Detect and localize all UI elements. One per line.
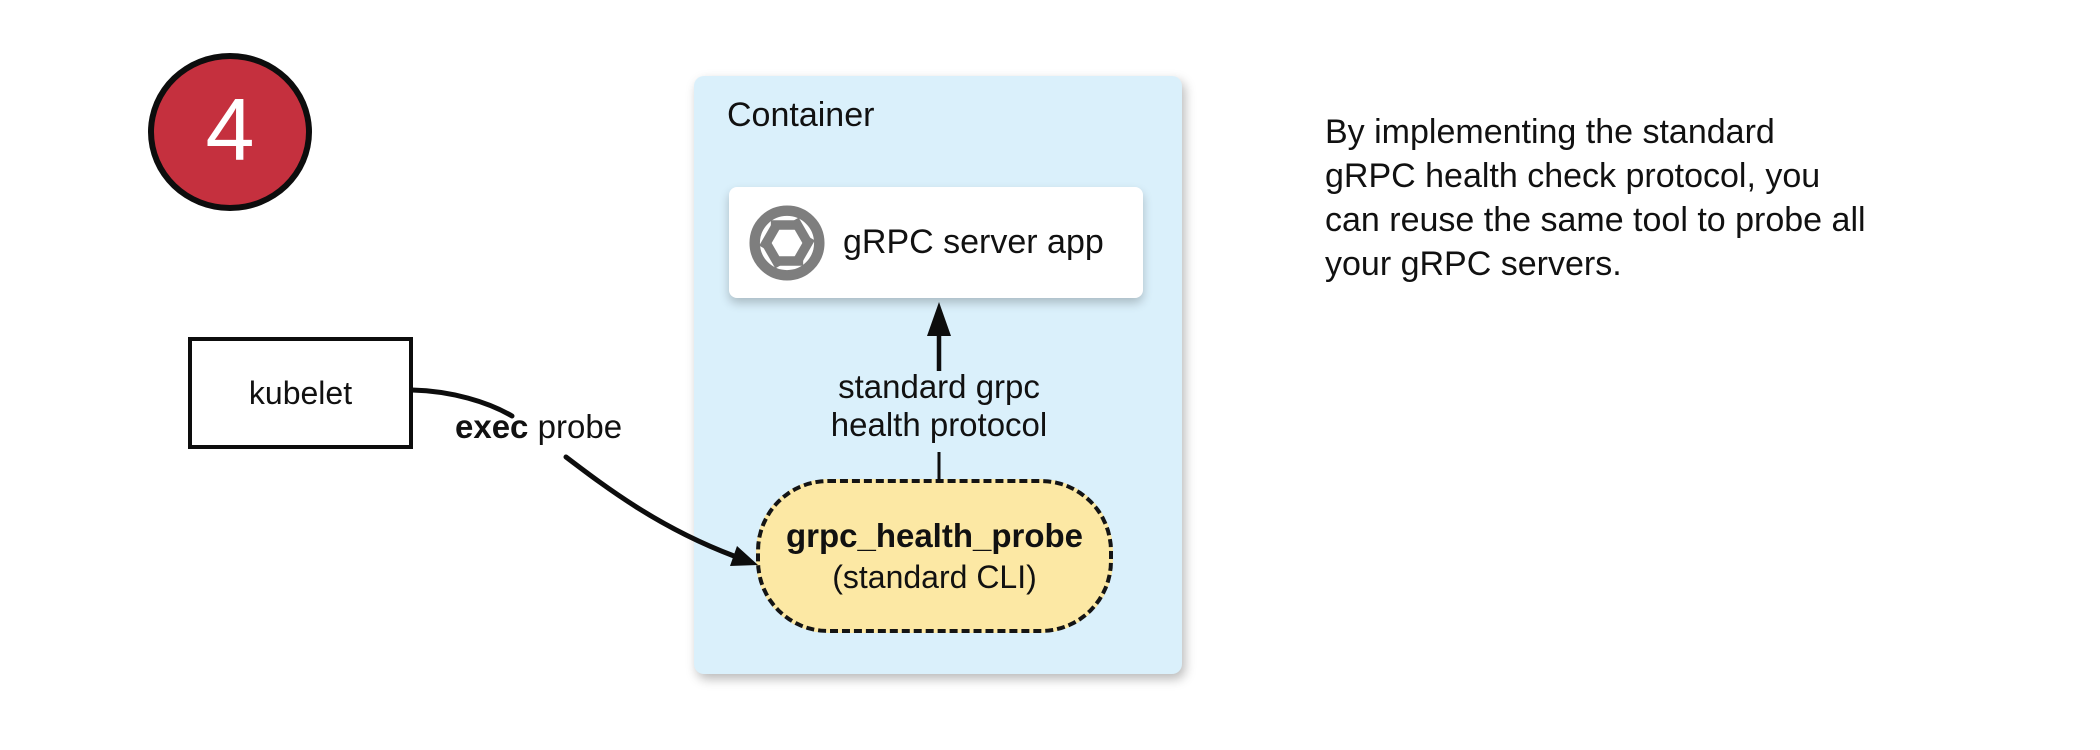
health-probe-subtitle: (standard CLI) xyxy=(832,558,1037,595)
grpc-server-card: gRPC server app xyxy=(729,187,1143,298)
health-protocol-line2: health protocol xyxy=(830,406,1048,443)
exec-probe-keyword: exec xyxy=(455,408,529,445)
exec-probe-rest: probe xyxy=(537,408,623,445)
caption-line: can reuse the same tool to probe all xyxy=(1325,201,1866,239)
health-protocol-line1: standard grpc xyxy=(838,368,1040,405)
caption-line: By implementing the standard xyxy=(1325,113,1775,151)
container-panel: Container gRPC server app gr xyxy=(694,76,1182,674)
kubelet-label: kubelet xyxy=(248,374,353,411)
grpc-server-label: gRPC server app xyxy=(843,223,1104,261)
step-number: 4 xyxy=(205,80,255,179)
kubelet-node: kubelet xyxy=(188,337,413,449)
aperture-icon xyxy=(749,204,825,281)
container-label: Container xyxy=(727,96,875,134)
health-protocol-label: standard grpc health protocol xyxy=(831,368,1047,444)
caption-line: your gRPC servers. xyxy=(1325,245,1622,283)
caption-line: gRPC health check protocol, you xyxy=(1325,157,1821,195)
health-probe-pill: grpc_health_probe (standard CLI) xyxy=(756,479,1113,633)
health-probe-title: grpc_health_probe xyxy=(785,516,1084,554)
step-badge: 4 xyxy=(148,53,312,211)
caption: By implementing the standard gRPC health… xyxy=(1325,110,1866,286)
